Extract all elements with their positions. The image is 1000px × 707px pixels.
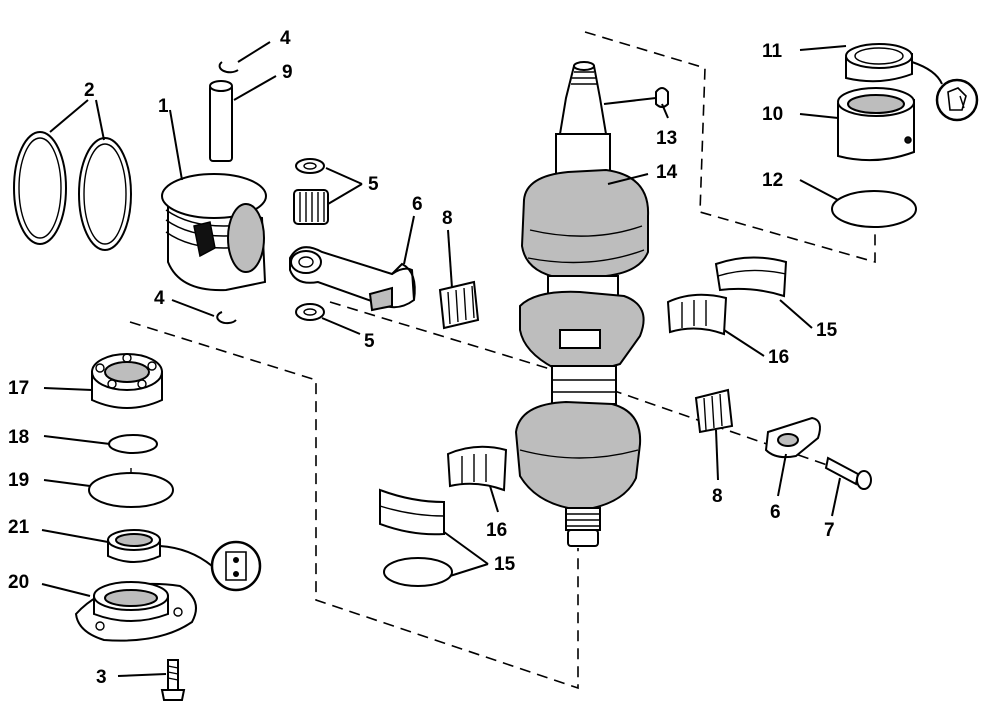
crankshaft xyxy=(514,61,650,547)
pin-retainer-upper xyxy=(218,61,239,74)
leader-2b xyxy=(95,99,105,141)
leader-17 xyxy=(43,387,93,391)
main-bearing-cage-left xyxy=(446,445,508,492)
main-bearing-race-right xyxy=(714,256,788,298)
callout-2: 2 xyxy=(84,80,95,101)
leader-6a xyxy=(403,215,415,265)
callout-5-lower: 5 xyxy=(364,331,375,352)
callout-6-lower: 6 xyxy=(770,502,781,523)
piston-pin xyxy=(209,80,233,162)
lower-assembly-dashed-outline xyxy=(129,321,579,690)
grease-symbol-leader xyxy=(911,61,943,85)
callout-7: 7 xyxy=(824,520,835,541)
lower-bearing-housing xyxy=(74,581,197,642)
callout-1: 1 xyxy=(158,96,169,117)
leader-18 xyxy=(43,435,111,445)
leader-11 xyxy=(799,45,847,51)
rod-cap xyxy=(764,416,821,459)
callout-15-right: 15 xyxy=(816,320,838,341)
callout-3: 3 xyxy=(96,667,107,688)
leader-12 xyxy=(799,179,839,201)
upper-roller-bearing xyxy=(837,87,915,162)
leader-13 xyxy=(661,103,669,119)
leader-5c xyxy=(321,317,361,335)
leader-15b xyxy=(443,531,489,565)
crankshaft-key xyxy=(655,87,669,108)
leader-8b xyxy=(715,429,719,481)
bearing-retaining-ring-upper xyxy=(831,190,917,228)
main-bearing-cage-right xyxy=(666,293,728,336)
callout-9: 9 xyxy=(282,62,293,83)
leader-9 xyxy=(233,75,277,101)
lower-seal xyxy=(107,529,161,563)
rod-cap-screw xyxy=(824,456,872,490)
rod-center-dashed-line xyxy=(329,301,561,373)
callout-16-right: 16 xyxy=(768,347,789,368)
leader-10 xyxy=(799,113,839,119)
leader-15c xyxy=(449,563,489,577)
callout-16-left: 16 xyxy=(486,520,507,541)
leader-20 xyxy=(41,583,91,597)
leader-1 xyxy=(169,109,183,181)
leader-5b xyxy=(327,183,363,205)
connecting-rod xyxy=(289,246,416,312)
sealant-symbol-leader xyxy=(159,545,213,567)
callout-21: 21 xyxy=(8,517,30,538)
callout-15-left: 15 xyxy=(494,554,516,575)
leader-8a xyxy=(447,229,453,289)
piston-rings xyxy=(13,131,132,251)
lower-ball-bearing xyxy=(91,353,163,409)
callout-18: 18 xyxy=(8,427,29,448)
main-bearing-race-left xyxy=(379,488,445,536)
callout-14: 14 xyxy=(656,162,678,183)
callout-4-upper: 4 xyxy=(280,28,291,49)
rod-bearing-cage-upper xyxy=(438,280,480,330)
callout-4-lower: 4 xyxy=(154,288,165,309)
leader-5a xyxy=(325,167,363,185)
leader-6b xyxy=(777,453,787,497)
piston xyxy=(161,173,267,292)
bearing-retaining-ring-lower xyxy=(108,434,158,454)
leader-3 xyxy=(117,673,167,677)
housing-screw xyxy=(160,659,186,701)
rod-needle-bearing xyxy=(293,158,329,321)
callout-20: 20 xyxy=(8,572,29,593)
leader-15a xyxy=(779,299,813,329)
callout-19: 19 xyxy=(8,470,29,491)
leader-13b xyxy=(603,97,657,105)
pin-retainer-lower xyxy=(216,311,237,325)
leader-4b xyxy=(171,299,215,317)
leader-19 xyxy=(43,479,91,487)
grease-symbol-icon xyxy=(935,78,979,122)
callout-12: 12 xyxy=(762,170,783,191)
leader-16b xyxy=(489,485,499,513)
callout-17: 17 xyxy=(8,378,29,399)
callout-13: 13 xyxy=(656,128,677,149)
callout-10: 10 xyxy=(762,104,783,125)
leader-2a xyxy=(49,99,89,133)
rod-bearing-cage-lower xyxy=(694,388,734,434)
callout-6-upper: 6 xyxy=(412,194,423,215)
main-bearing-retaining-ring-left xyxy=(383,557,453,587)
sealant-symbol-icon xyxy=(210,540,262,592)
callout-11: 11 xyxy=(762,41,783,62)
leader-16a xyxy=(723,329,765,357)
leader-4a xyxy=(237,41,271,63)
o-ring-lower xyxy=(88,468,174,508)
leader-14 xyxy=(607,173,649,185)
leader-21 xyxy=(41,529,109,543)
leader-7 xyxy=(831,477,841,517)
callout-5-upper: 5 xyxy=(368,174,379,195)
upper-seal xyxy=(845,43,913,83)
callout-8-lower: 8 xyxy=(712,486,723,507)
callout-8-upper: 8 xyxy=(442,208,453,229)
